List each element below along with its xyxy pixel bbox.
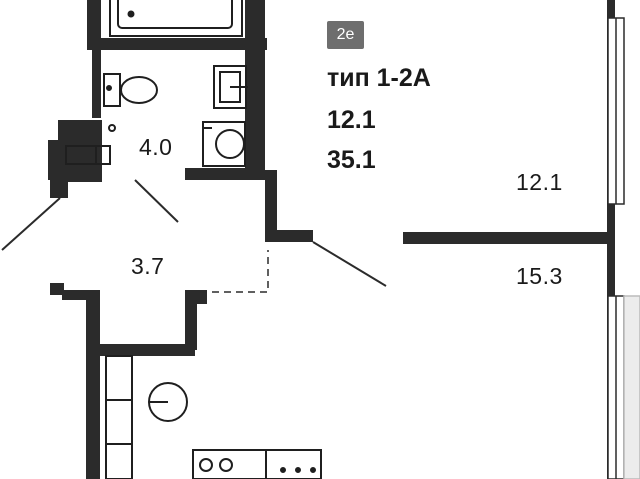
windows (607, 17, 640, 479)
sink-icon (213, 65, 248, 109)
section-badge: 2e (327, 21, 364, 49)
plan-type-label: тип 1-2А (327, 64, 431, 92)
boiler-icon (65, 124, 116, 165)
bathtub (109, 0, 243, 37)
toilet-icon (103, 73, 158, 107)
room-area-hall: 3.7 (131, 253, 165, 279)
washing-machine-icon (202, 121, 246, 167)
total-area-label: 35.1 (327, 146, 376, 174)
room-area-bathroom: 4.0 (139, 134, 173, 160)
room-area-kitchen: 15.3 (516, 263, 563, 289)
doors (1, 179, 387, 293)
living-area-label: 12.1 (327, 106, 376, 134)
kitchen-counter (105, 355, 322, 479)
room-area-living-room: 12.1 (516, 169, 563, 195)
walls (48, 0, 615, 479)
